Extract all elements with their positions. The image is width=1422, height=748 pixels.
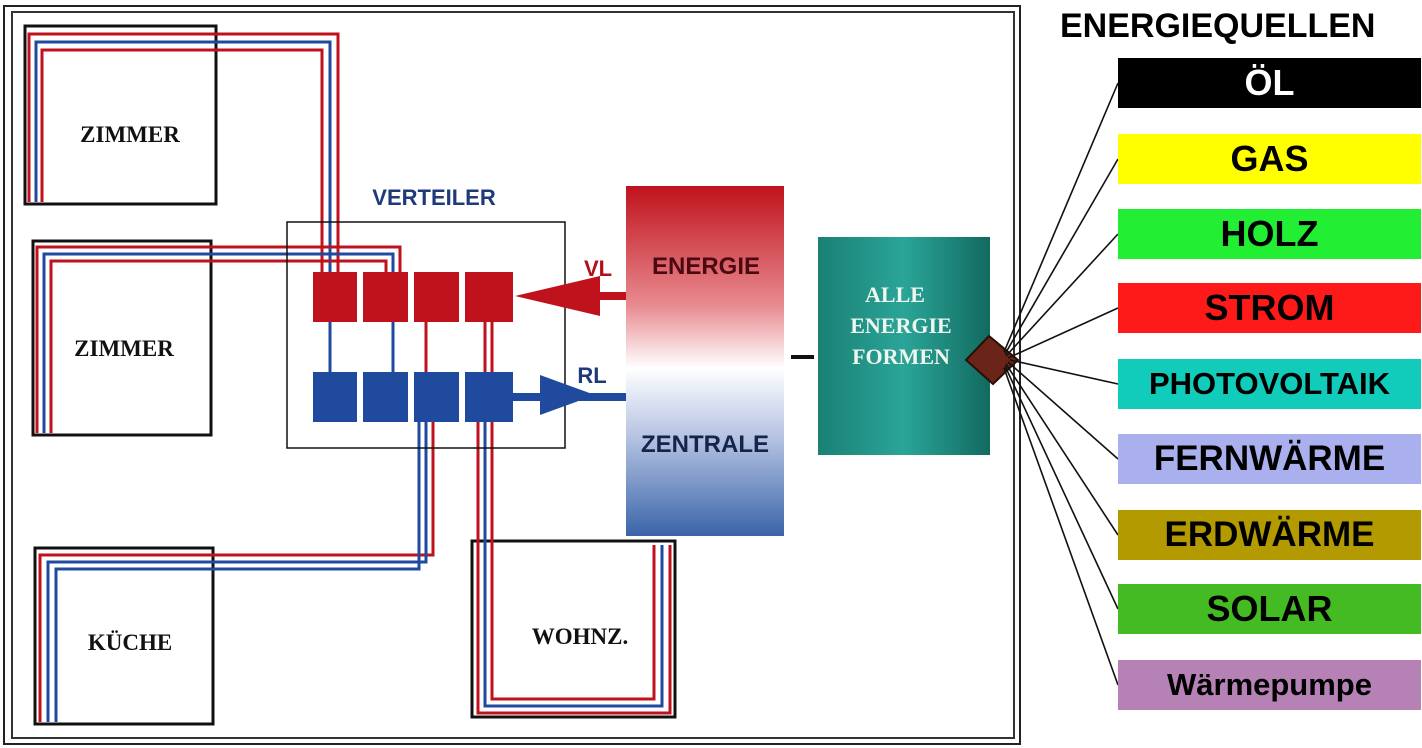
supply-pipe <box>49 259 388 433</box>
room-kueche: KÜCHE <box>33 546 215 726</box>
distributor-frame <box>286 221 566 449</box>
source-fan-lines <box>1003 82 1119 686</box>
source-photovoltaik: PHOTOVOLTAIK <box>1118 359 1421 409</box>
room-label: KÜCHE <box>88 630 172 655</box>
supply-arrow: VL <box>515 256 640 316</box>
return-pipe <box>483 422 664 708</box>
distributor: VERTEILER <box>286 185 566 449</box>
room-label: ZIMMER <box>74 336 174 361</box>
central-label-top: ENERGIE <box>652 253 760 280</box>
house-frame-outer <box>3 5 1021 745</box>
return-arrow: RL <box>513 363 640 415</box>
return-pipe <box>54 422 421 722</box>
return-label: RL <box>577 363 606 388</box>
all-energy-line2: ENERGIE <box>850 313 951 338</box>
source-oel: ÖL <box>1118 58 1421 108</box>
source-fernwaerme: FERNWÄRME <box>1118 434 1421 484</box>
room-wohnzimmer: WOHNZ. <box>470 539 677 719</box>
room-zimmer-1: ZIMMER <box>23 24 218 206</box>
legend-title: ENERGIEQUELLEN <box>1060 7 1376 45</box>
all-energy-line1: ALLE <box>865 282 925 307</box>
source-solar: SOLAR <box>1118 584 1421 634</box>
supply-pipe <box>490 322 656 701</box>
distributor-label: VERTEILER <box>372 185 496 210</box>
supply-pipe <box>40 48 324 274</box>
supply-pipe <box>35 245 402 433</box>
source-waermepumpe: Wärmepumpe <box>1118 660 1421 710</box>
supply-pipe <box>27 32 340 274</box>
source-erdwaerme: ERDWÄRME <box>1118 510 1421 560</box>
return-pipe <box>34 40 332 372</box>
room-zimmer-2: ZIMMER <box>31 239 213 437</box>
room-label: WOHNZ. <box>532 624 628 649</box>
all-energy-forms: ALLE ENERGIE FORMEN <box>818 237 990 455</box>
energy-central: ENERGIE ZENTRALE <box>626 186 784 536</box>
central-label-bottom: ZENTRALE <box>641 431 769 458</box>
supply-pipe <box>38 422 435 722</box>
room-label: ZIMMER <box>80 122 180 147</box>
pipe-network <box>27 32 672 722</box>
return-pipe <box>46 322 428 722</box>
source-holz: HOLZ <box>1118 209 1421 259</box>
all-energy-line3: FORMEN <box>852 344 950 369</box>
source-strom: STROM <box>1118 283 1421 333</box>
supply-label: VL <box>584 256 612 281</box>
supply-pipe <box>476 422 672 715</box>
source-gas: GAS <box>1118 134 1421 184</box>
